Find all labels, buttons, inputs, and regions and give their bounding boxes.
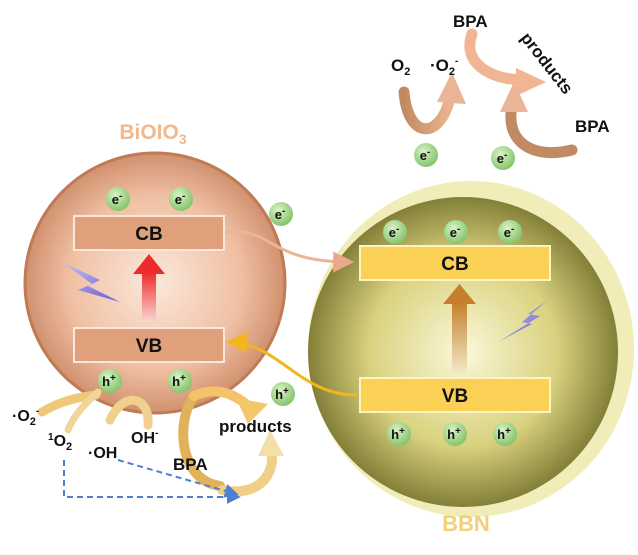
- bbn-vb-band: [359, 377, 551, 413]
- bpa-oxidation-curve-bottom: [178, 391, 225, 491]
- hole: [168, 369, 192, 393]
- electron: [169, 187, 193, 211]
- singlet-oxygen-curve: [64, 388, 102, 434]
- lightning-bolt-icon: [62, 262, 120, 302]
- bbn-vb-label: VB: [442, 386, 468, 407]
- electron-label: e-: [420, 147, 431, 163]
- hole-transfer-arrow: [225, 332, 359, 397]
- hydroxyl-curve: [105, 395, 153, 430]
- electron-label: e-: [497, 150, 508, 166]
- bpa-oxidation-arrowhead-right: [500, 82, 528, 112]
- bioio3-cb-band: [73, 215, 225, 251]
- lightning-bolt-icon: [498, 300, 548, 342]
- hole: [443, 422, 467, 446]
- bpa-oxidation-curve-right: [505, 100, 578, 159]
- electron-label: e-: [112, 191, 123, 207]
- hole-label: h+: [447, 426, 461, 442]
- bbn-cb-band: [359, 245, 551, 281]
- superoxide-label-top: ·O2-: [430, 56, 458, 78]
- electron-label: e-: [275, 206, 286, 222]
- dashed-pathway-arrow: [63, 460, 241, 504]
- o2-reduction-curve: [398, 86, 456, 135]
- bpa-oxidation-arrowhead-top: [516, 68, 546, 96]
- electron-transfer-arrow: [225, 230, 355, 273]
- hole-label: h+: [172, 373, 186, 389]
- bpa-oxidation-curve-top: [464, 28, 526, 86]
- hole: [98, 369, 122, 393]
- bioio3-vb-label: VB: [136, 336, 162, 357]
- hole: [493, 422, 517, 446]
- bioio3-cb-label: CB: [135, 224, 162, 245]
- electron: [414, 143, 438, 167]
- electron: [498, 220, 522, 244]
- bioio3-vb-band: [73, 327, 225, 363]
- electron: [269, 202, 293, 226]
- bbn-label: BBN: [442, 511, 490, 536]
- hole-label: h+: [275, 386, 289, 402]
- singlet-oxygen-label: 1O2: [48, 432, 72, 453]
- products-label-bottom: products: [219, 417, 292, 436]
- hole-label: h+: [102, 373, 116, 389]
- o2-label: O2: [391, 56, 410, 78]
- electron: [383, 220, 407, 244]
- electron-label: e-: [389, 224, 400, 240]
- dashed-pathway-arrow: [117, 459, 239, 498]
- electron-label: e-: [504, 224, 515, 240]
- hole-label: h+: [391, 426, 405, 442]
- bpa-label-top: BPA: [453, 12, 488, 31]
- hydroxyl-radical-label: ·OH: [88, 445, 117, 462]
- products-arrowhead-bottom: [258, 430, 284, 456]
- bpa-label-right: BPA: [575, 117, 610, 136]
- bioio3-label: BiOIO3: [119, 121, 187, 147]
- electron: [106, 187, 130, 211]
- electron-label: e-: [450, 224, 461, 240]
- products-arrowhead-top: [236, 398, 268, 424]
- hydroxide-label: OH-: [131, 428, 158, 447]
- superoxide-label-bottom: ·O2-: [12, 406, 39, 428]
- electron: [491, 146, 515, 170]
- hole: [387, 422, 411, 446]
- bbn-cb-label: CB: [441, 254, 468, 275]
- bbn-excitation-arrow: [443, 284, 476, 374]
- bioio3-excitation-arrow: [133, 254, 165, 320]
- electron-label: e-: [175, 191, 186, 207]
- bpa-label-bottom: BPA: [173, 455, 208, 474]
- electron: [444, 220, 468, 244]
- hole: [271, 382, 295, 406]
- hole-label: h+: [497, 426, 511, 442]
- o2-reduction-arrowhead: [437, 72, 466, 104]
